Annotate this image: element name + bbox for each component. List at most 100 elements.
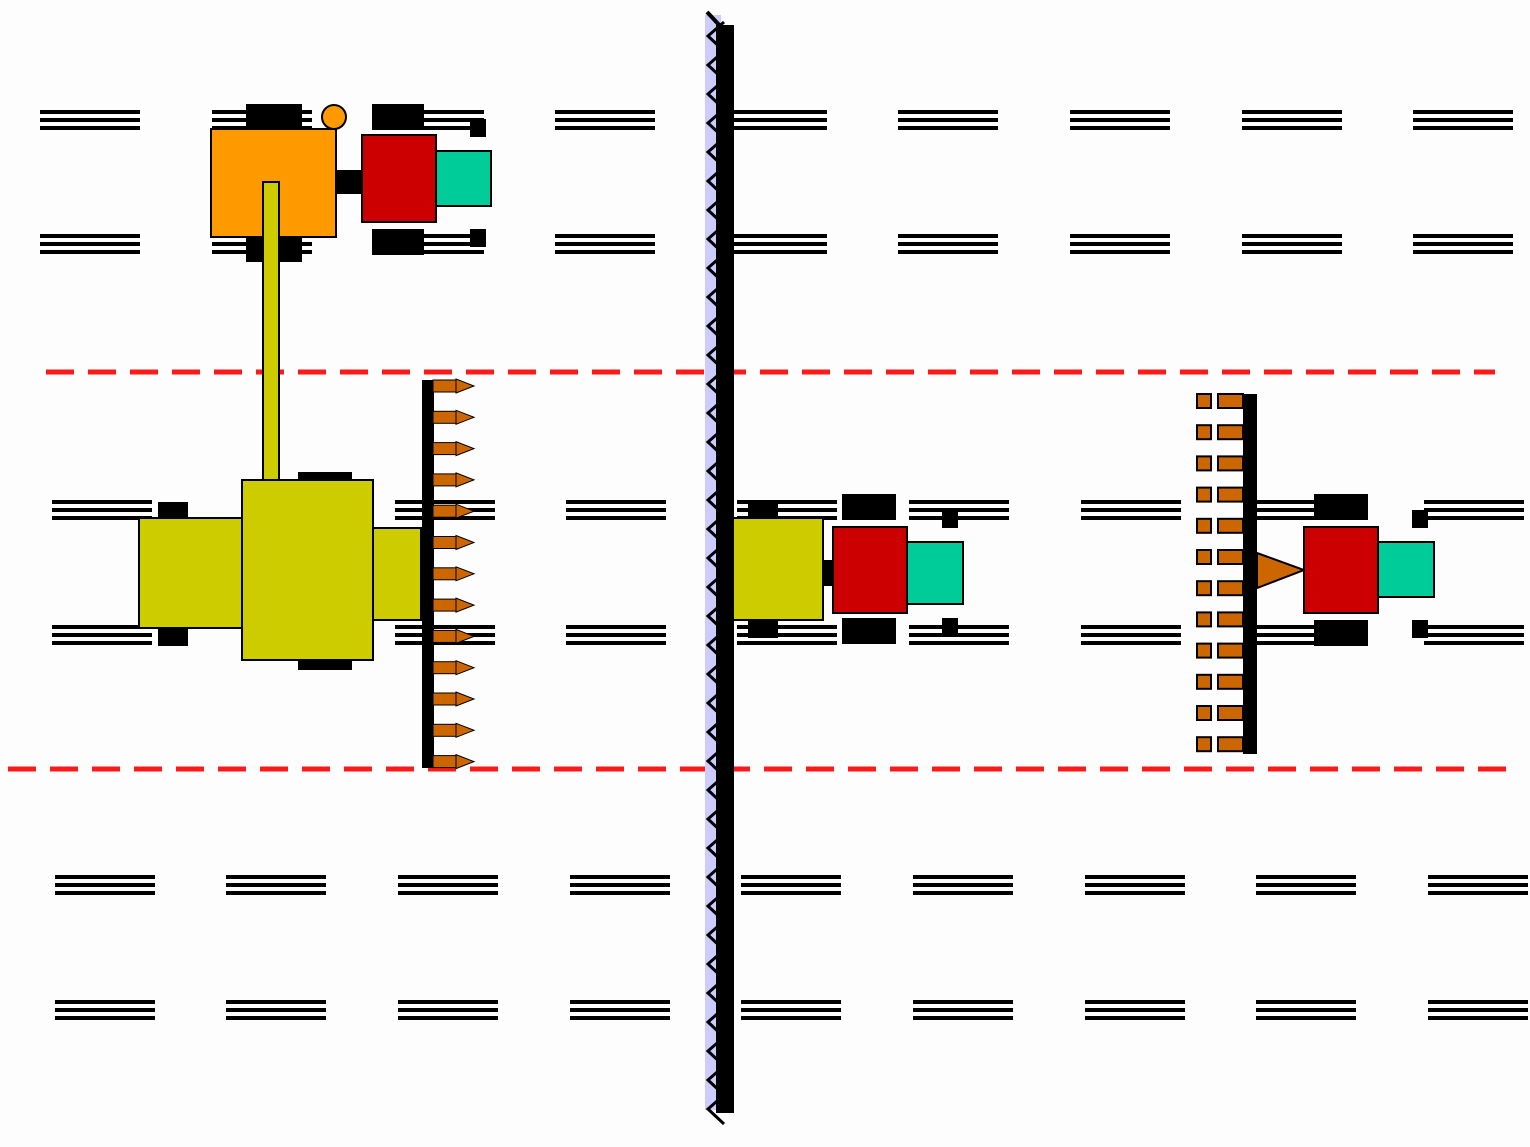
seeder-unit bbox=[1196, 580, 1244, 597]
cutter-tooth bbox=[432, 566, 476, 582]
cutter-tooth bbox=[432, 691, 476, 707]
track-mark bbox=[384, 110, 484, 130]
feeder-house bbox=[372, 527, 422, 621]
seeder-unit bbox=[1196, 642, 1244, 659]
cart-light bbox=[321, 104, 347, 130]
cutter-tooth bbox=[432, 659, 476, 676]
cutter-tooth bbox=[432, 378, 476, 394]
cutter-tooth bbox=[432, 409, 476, 426]
tractor-cab bbox=[1303, 526, 1379, 614]
center-fence bbox=[705, 10, 734, 1126]
seeder-unit bbox=[1196, 455, 1244, 472]
track-mark bbox=[909, 500, 1009, 520]
track-mark bbox=[52, 500, 152, 520]
track-mark bbox=[909, 625, 1009, 645]
combine-harvester bbox=[138, 378, 476, 770]
seeder-units bbox=[1196, 393, 1244, 753]
unloading-auger bbox=[262, 181, 280, 483]
wheel-tracks bbox=[40, 110, 1528, 1020]
cutter-tooth bbox=[432, 722, 476, 739]
cutter-tooth bbox=[432, 440, 476, 457]
tractor-wheel bbox=[1314, 494, 1368, 520]
track-mark bbox=[555, 110, 655, 130]
seeder-unit bbox=[1196, 736, 1244, 753]
seeder-unit bbox=[1196, 517, 1244, 534]
track-mark bbox=[913, 875, 1013, 895]
track-mark bbox=[898, 110, 998, 130]
track-mark bbox=[226, 1000, 326, 1020]
track-mark bbox=[727, 234, 827, 254]
track-mark bbox=[398, 875, 498, 895]
tractor-cab bbox=[832, 526, 908, 614]
tractor-with-header bbox=[732, 494, 964, 644]
tractor-wheel bbox=[372, 229, 424, 255]
tractor-hood bbox=[1377, 541, 1435, 598]
header-wheel bbox=[748, 500, 778, 518]
seeder-unit bbox=[1196, 486, 1244, 503]
tractor-with-grain-cart bbox=[210, 104, 492, 483]
track-mark bbox=[737, 625, 837, 645]
track-mark bbox=[555, 234, 655, 254]
track-mark bbox=[570, 875, 670, 895]
track-mark bbox=[741, 1000, 841, 1020]
track-mark bbox=[1070, 110, 1170, 130]
track-mark bbox=[1424, 500, 1524, 520]
cutter-tooth bbox=[432, 753, 476, 770]
track-mark bbox=[226, 875, 326, 895]
track-mark bbox=[1256, 1000, 1356, 1020]
harvester-rear bbox=[138, 517, 244, 629]
cutter-tooth bbox=[432, 472, 476, 488]
track-mark bbox=[55, 1000, 155, 1020]
track-mark bbox=[1413, 110, 1513, 130]
cart-wheel bbox=[246, 104, 302, 128]
track-mark bbox=[1252, 500, 1352, 520]
seeder-unit bbox=[1196, 705, 1244, 721]
cutter-tooth bbox=[432, 597, 476, 613]
hitch bbox=[336, 170, 362, 194]
rear-wheel bbox=[158, 502, 188, 520]
track-mark bbox=[40, 234, 140, 254]
tractor-front-wheel bbox=[470, 229, 486, 247]
track-mark bbox=[566, 500, 666, 520]
seeder-unit bbox=[1196, 393, 1244, 409]
tractor-wheel bbox=[1314, 620, 1368, 646]
seeder-unit bbox=[1196, 424, 1244, 441]
tractor-front-wheel bbox=[942, 618, 958, 634]
seeder-unit bbox=[1196, 549, 1244, 565]
header-body bbox=[732, 517, 824, 621]
track-mark bbox=[1428, 875, 1528, 895]
track-mark bbox=[1242, 110, 1342, 130]
track-mark bbox=[1252, 625, 1352, 645]
tractor-front-wheel bbox=[1412, 620, 1428, 638]
track-mark bbox=[1085, 1000, 1185, 1020]
track-mark bbox=[1070, 234, 1170, 254]
track-mark bbox=[1242, 234, 1342, 254]
track-mark bbox=[913, 1000, 1013, 1020]
track-mark bbox=[1428, 1000, 1528, 1020]
track-mark bbox=[1424, 625, 1524, 645]
seeder-bar bbox=[1243, 394, 1257, 754]
tractor-with-seeder bbox=[1196, 393, 1435, 754]
track-mark bbox=[52, 625, 152, 645]
front-wheel bbox=[298, 472, 352, 482]
tractor-front-wheel bbox=[470, 119, 486, 137]
tractor-hood bbox=[435, 150, 492, 207]
tractor-front-wheel bbox=[1412, 510, 1428, 528]
track-mark bbox=[1085, 875, 1185, 895]
track-mark bbox=[1081, 625, 1181, 645]
track-mark bbox=[1413, 234, 1513, 254]
track-mark bbox=[1081, 500, 1181, 520]
tractor-hood bbox=[906, 541, 964, 605]
track-mark bbox=[566, 625, 666, 645]
front-wheel bbox=[298, 660, 352, 670]
tractor-wheel bbox=[372, 104, 424, 130]
seeder-hitch bbox=[1256, 551, 1307, 590]
tractor-wheel bbox=[842, 618, 896, 644]
track-mark bbox=[1256, 875, 1356, 895]
track-mark bbox=[898, 234, 998, 254]
track-mark bbox=[398, 1000, 498, 1020]
cutter-tooth bbox=[432, 628, 476, 645]
tractor-cab bbox=[361, 134, 437, 223]
